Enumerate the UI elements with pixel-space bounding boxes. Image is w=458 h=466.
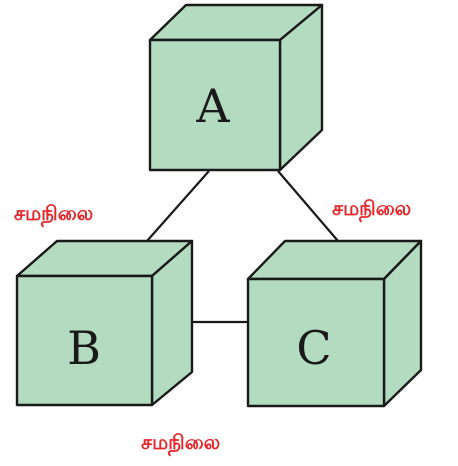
connector-a-c (277, 170, 339, 242)
cube-a-label: A (195, 79, 230, 133)
cube-a-front (148, 38, 282, 172)
cube-c-front (246, 277, 386, 408)
equilibrium-label-b-c: சமநிலை (141, 430, 220, 457)
cube-c: C (246, 239, 423, 408)
cube-b-label: B (67, 321, 101, 375)
equilibrium-label-a-b: சமநிலை (14, 201, 93, 228)
equilibrium-label-a-c: சமநிலை (332, 196, 411, 223)
cube-b: B (15, 239, 194, 407)
connector-a-b (146, 170, 210, 242)
cube-a: A (148, 3, 324, 172)
cube-c-label: C (296, 321, 331, 375)
cube-b-front (15, 274, 154, 407)
